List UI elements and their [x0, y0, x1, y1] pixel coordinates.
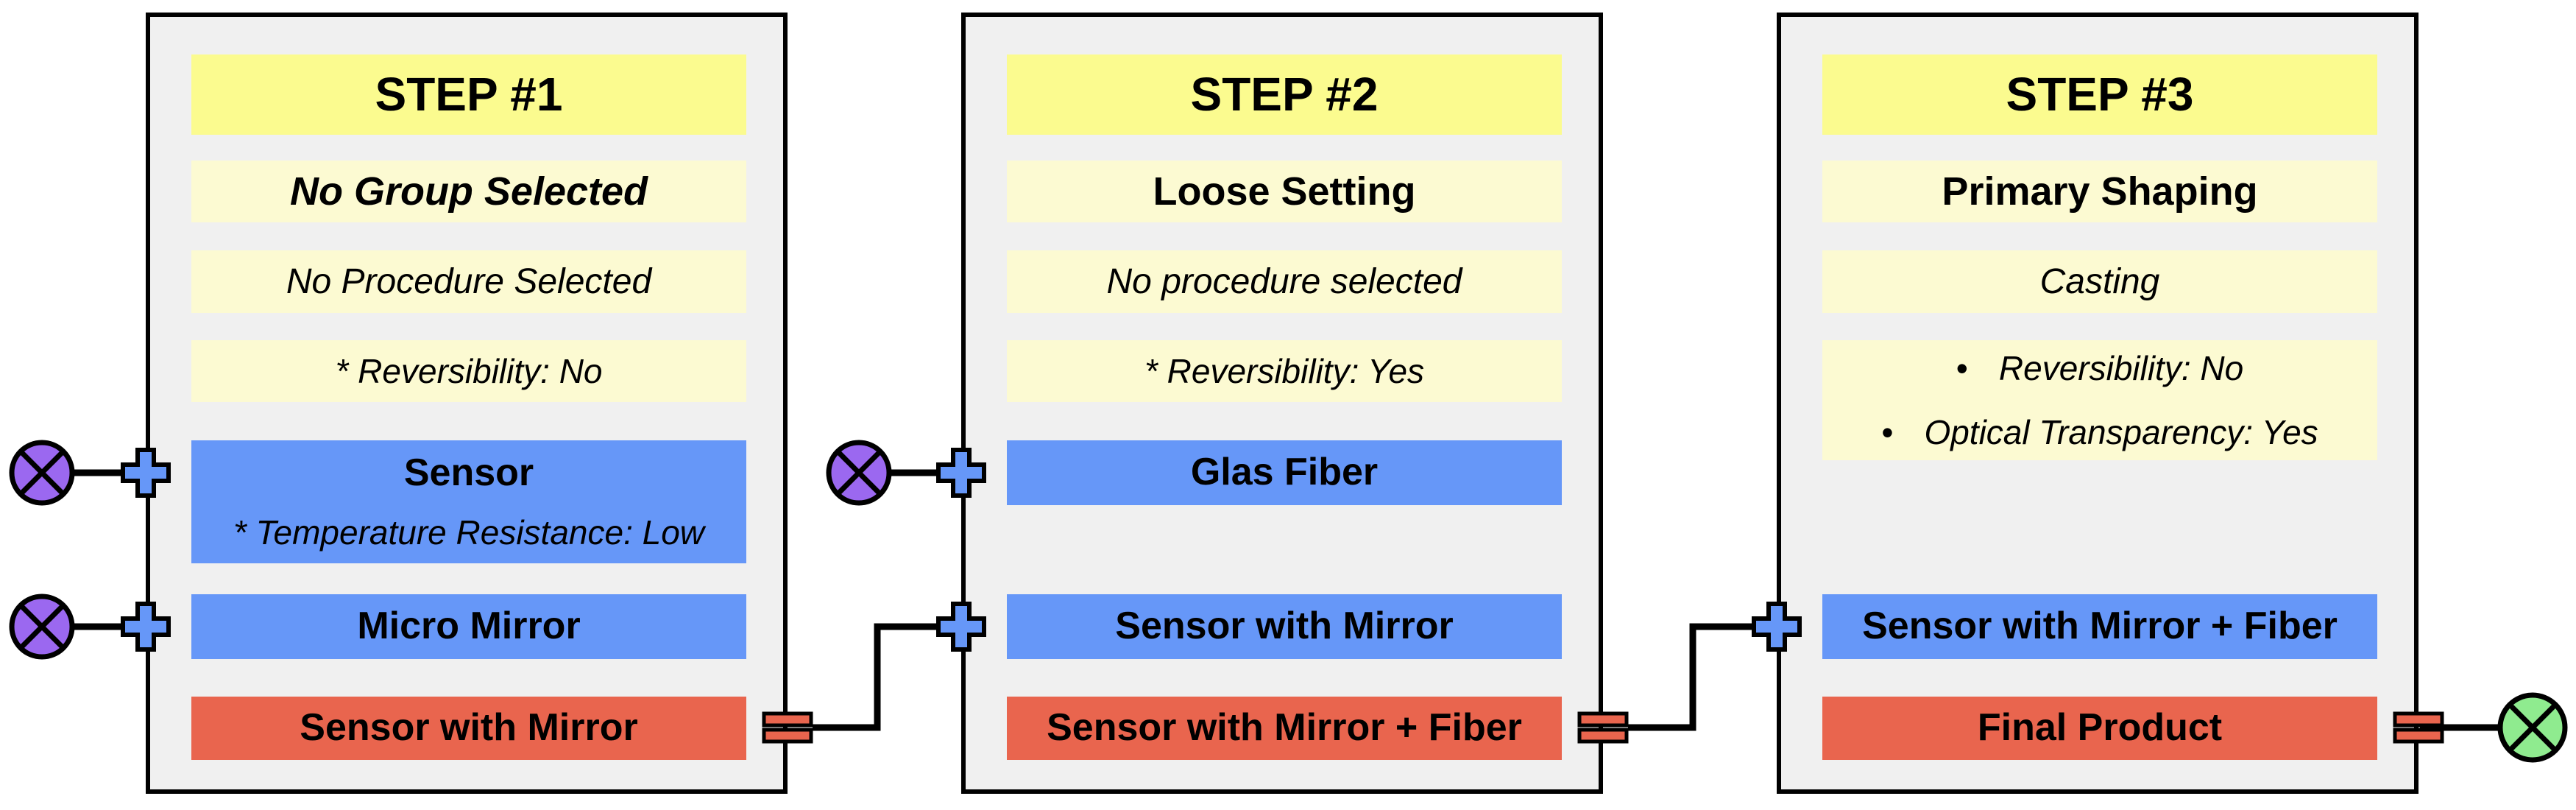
- step-1-output: Sensor with Mirror: [191, 697, 746, 760]
- step-1-panel: STEP #1 No Group Selected No Procedure S…: [146, 13, 788, 794]
- attribute-text: * Reversibility: Yes: [1144, 351, 1425, 390]
- step-1-group: No Group Selected: [191, 161, 746, 222]
- flow-elbow-step2-to-step3: [1628, 623, 1752, 731]
- step-1-title: STEP #1: [191, 54, 746, 135]
- step-3-panel: STEP #3 Primary Shaping Casting • Revers…: [1777, 13, 2418, 794]
- input-label: Sensor: [403, 451, 534, 495]
- attribute-line: * Reversibility: Yes: [1144, 352, 1424, 391]
- material-source-icon: [9, 440, 75, 506]
- step-1-input-sensor: Sensor * Temperature Resistance: Low: [191, 440, 746, 563]
- step-2-attributes: * Reversibility: Yes: [1007, 340, 1562, 402]
- step-3-attributes: • Reversibility: No • Optical Transparen…: [1822, 340, 2377, 460]
- step-2-input-glas-fiber: Glas Fiber: [1007, 440, 1562, 505]
- step-3-input-sensor-mirror-fiber: Sensor with Mirror + Fiber: [1822, 594, 2377, 659]
- step-1-input-micro-mirror: Micro Mirror: [191, 594, 746, 659]
- attribute-line: • Optical Transparency: Yes: [1881, 413, 2318, 452]
- bullet-glyph: •: [1956, 348, 1968, 387]
- step-3-output: Final Product: [1822, 697, 2377, 760]
- input-attribute: * Temperature Resistance: Low: [233, 513, 705, 552]
- step-2-procedure: No procedure selected: [1007, 250, 1562, 313]
- bullet-glyph: •: [1881, 412, 1894, 451]
- step-2-output: Sensor with Mirror + Fiber: [1007, 697, 1562, 760]
- step-1-procedure: No Procedure Selected: [191, 250, 746, 313]
- attribute-text: Optical Transparency: Yes: [1924, 412, 2318, 451]
- step-2-group: Loose Setting: [1007, 161, 1562, 222]
- material-source-icon: [9, 594, 75, 660]
- step-3-title: STEP #3: [1822, 54, 2377, 135]
- step-2-panel: STEP #2 Loose Setting No procedure selec…: [961, 13, 1603, 794]
- step-1-attributes: * Reversibility: No: [191, 340, 746, 402]
- step-3-procedure: Casting: [1822, 250, 2377, 313]
- attribute-text: Reversibility: No: [1998, 348, 2244, 387]
- attribute-text: * Reversibility: No: [335, 351, 603, 390]
- step-3-group: Primary Shaping: [1822, 161, 2377, 222]
- attribute-line: * Reversibility: No: [336, 352, 603, 391]
- flow-elbow-step1-to-step2: [813, 623, 936, 731]
- step-2-title: STEP #2: [1007, 54, 1562, 135]
- step-2-input-sensor-with-mirror: Sensor with Mirror: [1007, 594, 1562, 659]
- final-sink-icon: [2497, 692, 2568, 763]
- material-source-icon: [826, 440, 892, 506]
- attribute-line: • Reversibility: No: [1956, 349, 2243, 388]
